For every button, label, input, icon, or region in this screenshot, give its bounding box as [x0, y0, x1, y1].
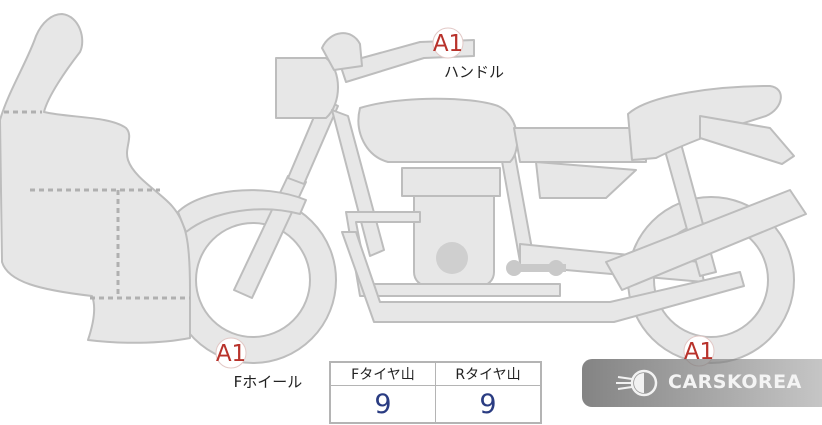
fairing-seams — [4, 110, 190, 300]
side-panel — [513, 127, 647, 163]
tire-tread-table: Fタイヤ山 Rタイヤ山 9 9 — [329, 361, 542, 424]
front-tire-value: 9 — [329, 385, 436, 424]
headlight — [275, 57, 339, 119]
footpeg-knob-right — [548, 260, 564, 276]
marker-front-wheel: A1 Fホイール — [215, 337, 303, 391]
tail-section — [535, 161, 637, 199]
handle-clamp — [321, 32, 363, 71]
footpeg-rod — [514, 264, 566, 272]
front-tire-header: Fタイヤ山 — [329, 361, 436, 386]
engine-head — [401, 167, 501, 197]
marker-handle: A1 ハンドル — [432, 27, 504, 81]
exhaust-pipe-lower — [341, 231, 745, 323]
watermark-text: CARSKOREA — [668, 371, 802, 393]
marker-handle-label: ハンドル — [444, 63, 504, 81]
marker-front-wheel-label: Fホイール — [234, 373, 303, 391]
engine-cover — [436, 242, 468, 274]
marker-front-wheel-code: A1 — [216, 341, 246, 367]
fuel-tank — [357, 97, 519, 163]
carskorea-watermark: CARSKOREA — [582, 359, 822, 407]
carskorea-logo-icon — [616, 369, 658, 397]
rear-tire-header: Rタイヤ山 — [435, 361, 542, 386]
motorcycle-outline — [0, 13, 807, 364]
front-fairing — [0, 13, 191, 344]
rear-cowl — [699, 115, 795, 165]
marker-handle-code: A1 — [433, 31, 463, 57]
rear-tire-value: 9 — [435, 385, 542, 424]
front-fender — [177, 189, 307, 233]
footpeg-knob-left — [506, 260, 522, 276]
muffler — [605, 189, 807, 291]
